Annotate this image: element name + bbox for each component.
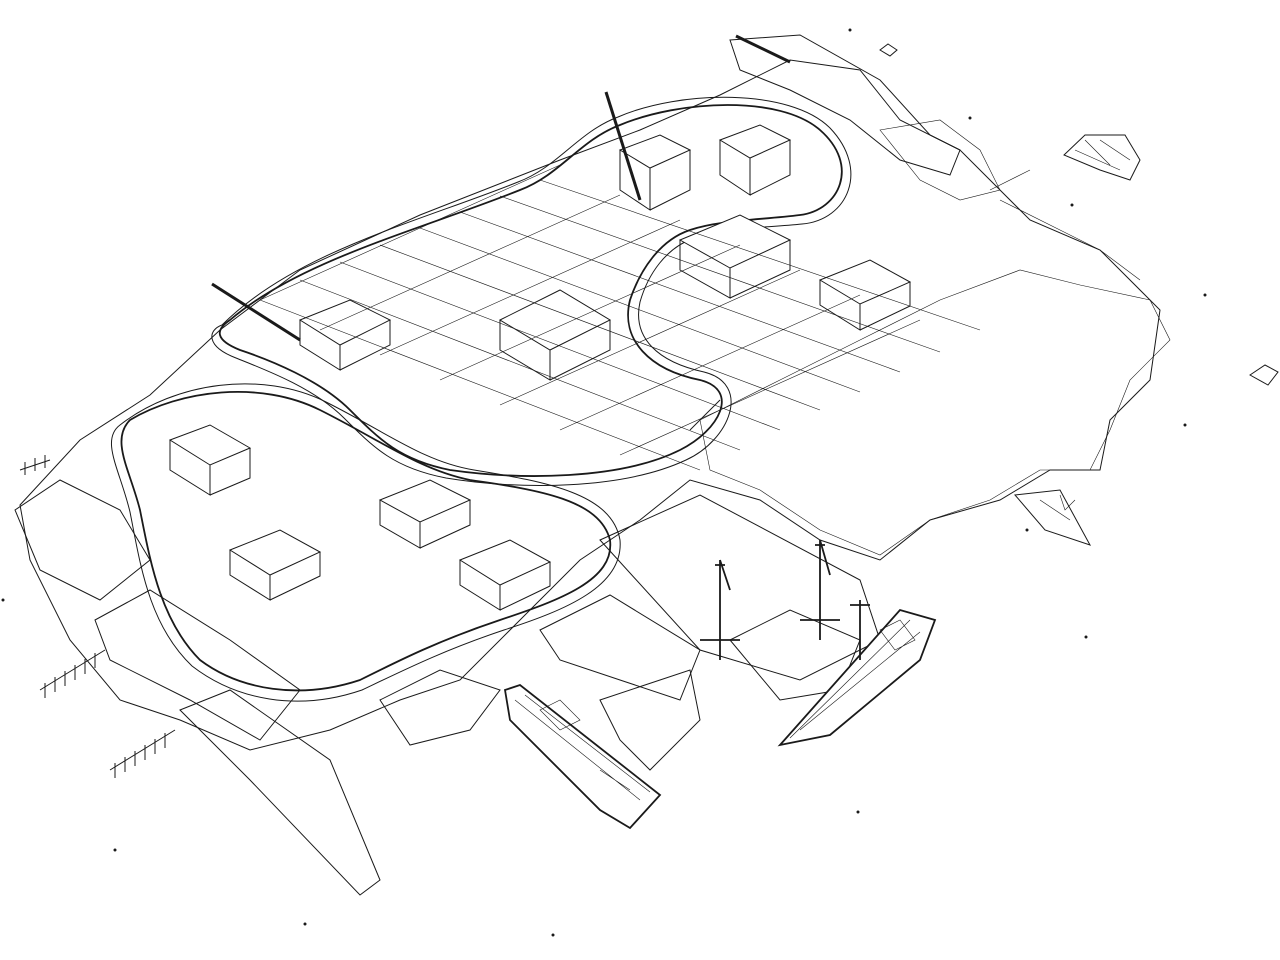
drone-icon (1014, 489, 1092, 546)
ship-icon (503, 683, 662, 830)
scatter-markers (1, 28, 1207, 937)
overhead-bridges (211, 34, 791, 431)
building-blocks (168, 124, 912, 611)
drone-icon (879, 43, 898, 57)
docks-left (14, 479, 501, 896)
lower-ring-road (111, 383, 621, 702)
pier-icon (19, 455, 176, 778)
island-platform (19, 59, 1161, 751)
coastal-strip (729, 34, 1141, 281)
ship-icon (777, 608, 937, 747)
drone-icon (1063, 134, 1141, 181)
ring-road (211, 96, 852, 486)
drone-icon (1249, 364, 1279, 386)
terrain-hills (699, 119, 1171, 556)
crane-icon (700, 539, 870, 660)
street-grid (259, 164, 981, 471)
